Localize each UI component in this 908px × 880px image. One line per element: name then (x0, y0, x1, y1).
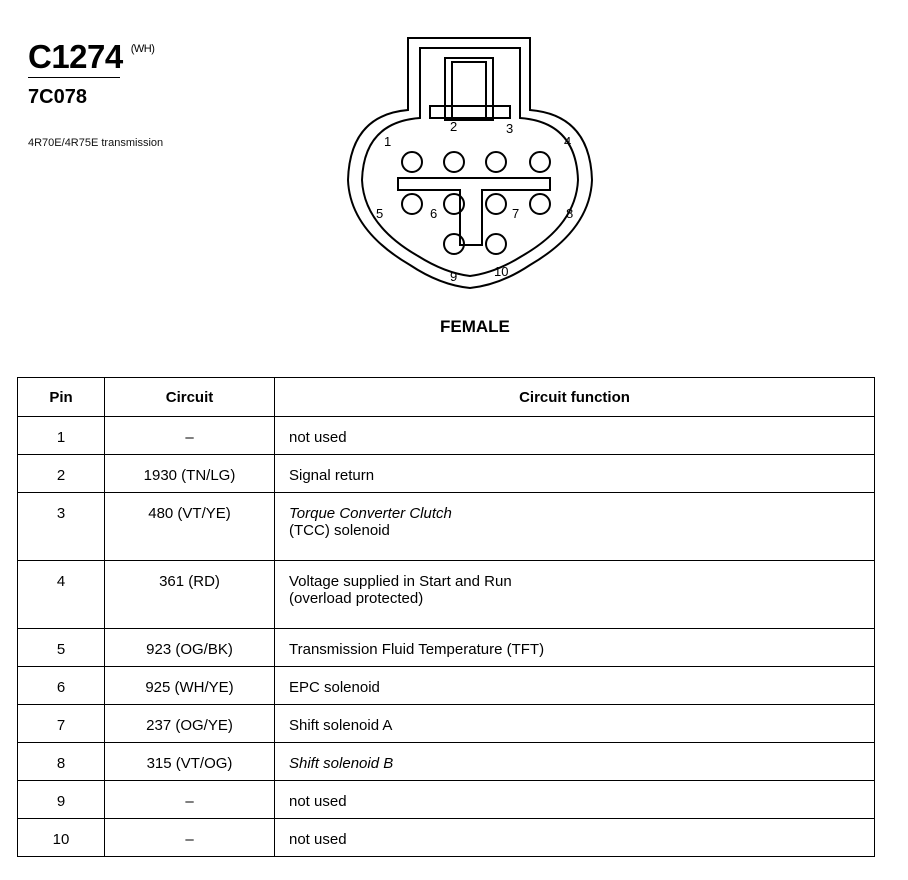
row-pin: 7 (56, 717, 66, 734)
pin-label-3: 3 (506, 121, 513, 136)
pin-cavity-8 (529, 193, 551, 215)
table-row: 1 – not used (17, 416, 875, 455)
table-row: 3 480 (VT/YE) Torque Converter Clutch (T… (17, 492, 875, 561)
connector-latch (444, 57, 494, 121)
row-function: Voltage supplied in Start and Run (289, 573, 512, 590)
pin-cavity-3 (485, 151, 507, 173)
pin-label-9: 9 (450, 269, 457, 284)
table-row: 4 361 (RD) Voltage supplied in Start and… (17, 560, 875, 629)
table-row: 6 925 (WH/YE) EPC solenoid (17, 666, 875, 705)
row-function: not used (289, 793, 347, 810)
row-pin: 4 (56, 573, 66, 590)
row-function: Torque Converter Clutch (289, 505, 452, 522)
row-circuit: 315 (VT/OG) (146, 755, 233, 772)
pin-cavity-2 (443, 151, 465, 173)
pin-label-8: 8 (566, 206, 573, 221)
transmission-note: 4R70E/4R75E transmission (28, 137, 164, 149)
row-pin: 10 (52, 831, 70, 848)
table-row: 9 – not used (17, 780, 875, 819)
pin-cavity-4 (529, 151, 551, 173)
row-circuit: 923 (OG/BK) (146, 641, 233, 658)
row-function: Shift solenoid A (289, 717, 393, 734)
row-pin: 8 (56, 755, 66, 772)
table-header-row: Pin Circuit Circuit function (17, 377, 875, 417)
header-divider (28, 77, 120, 78)
table-row: 10 – not used (17, 818, 875, 857)
row-function: Transmission Fluid Temperature (TFT) (289, 641, 545, 658)
row-circuit: 237 (OG/YE) (146, 717, 233, 734)
row-function: Shift solenoid B (289, 755, 394, 772)
pin-cavity-6 (443, 193, 465, 215)
connector-code: C1274 (28, 38, 123, 75)
pin-cavity-5 (401, 193, 423, 215)
row-pin: 6 (56, 679, 66, 696)
row-function: not used (289, 831, 347, 848)
pin-cavity-9 (443, 233, 465, 255)
header-function: Circuit function (274, 377, 875, 417)
row-function-line2: (overload protected) (289, 590, 424, 607)
row-pin: 2 (56, 467, 66, 484)
table-row: 2 1930 (TN/LG) Signal return (17, 454, 875, 493)
part-number: 7C078 (28, 86, 87, 108)
header-circuit: Circuit (104, 377, 275, 417)
pin-label-4: 4 (564, 134, 571, 149)
row-function: not used (289, 429, 347, 446)
pin-cavities (401, 151, 551, 255)
row-pin: 5 (56, 641, 66, 658)
row-pin: 3 (56, 505, 66, 522)
row-circuit: – (185, 429, 194, 446)
row-circuit: 925 (WH/YE) (145, 679, 234, 696)
row-pin: 9 (56, 793, 66, 810)
pinout-table: Pin Circuit Circuit function 1 – not use… (17, 377, 875, 857)
table-row: 5 923 (OG/BK) Transmission Fluid Tempera… (17, 628, 875, 667)
row-function-line2: (TCC) solenoid (289, 522, 390, 539)
connector-header: C1274 (WH) 7C078 (28, 38, 155, 109)
connector-diagram: 1 2 3 4 5 6 7 8 9 10 (346, 37, 594, 290)
pin-label-1: 1 (384, 134, 391, 149)
connector-outer-shell (346, 37, 594, 290)
row-circuit: – (185, 831, 194, 848)
pin-cavity-7 (485, 193, 507, 215)
pin-label-7: 7 (512, 206, 519, 221)
row-circuit: 361 (RD) (159, 573, 220, 590)
connector-gender: FEMALE (440, 317, 510, 336)
pin-label-10: 10 (494, 264, 508, 279)
row-circuit: 480 (VT/YE) (148, 505, 231, 522)
table-row: 8 315 (VT/OG) Shift solenoid B (17, 742, 875, 781)
pin-cavity-1 (401, 151, 423, 173)
connector-key-rib (397, 177, 551, 246)
connector-inner-shell (360, 47, 580, 278)
connector-id: C1274 (WH) (28, 38, 155, 76)
row-circuit: 1930 (TN/LG) (143, 467, 236, 484)
row-circuit: – (185, 793, 194, 810)
row-function: Signal return (289, 467, 375, 484)
header-pin: Pin (17, 377, 105, 417)
table-row: 7 237 (OG/YE) Shift solenoid A (17, 704, 875, 743)
connector-color: (WH) (130, 43, 155, 55)
pin-label-6: 6 (430, 206, 437, 221)
pin-label-2: 2 (450, 119, 457, 134)
row-function: EPC solenoid (289, 679, 380, 696)
pin-cavity-10 (485, 233, 507, 255)
row-pin: 1 (56, 429, 66, 446)
pin-label-5: 5 (376, 206, 383, 221)
